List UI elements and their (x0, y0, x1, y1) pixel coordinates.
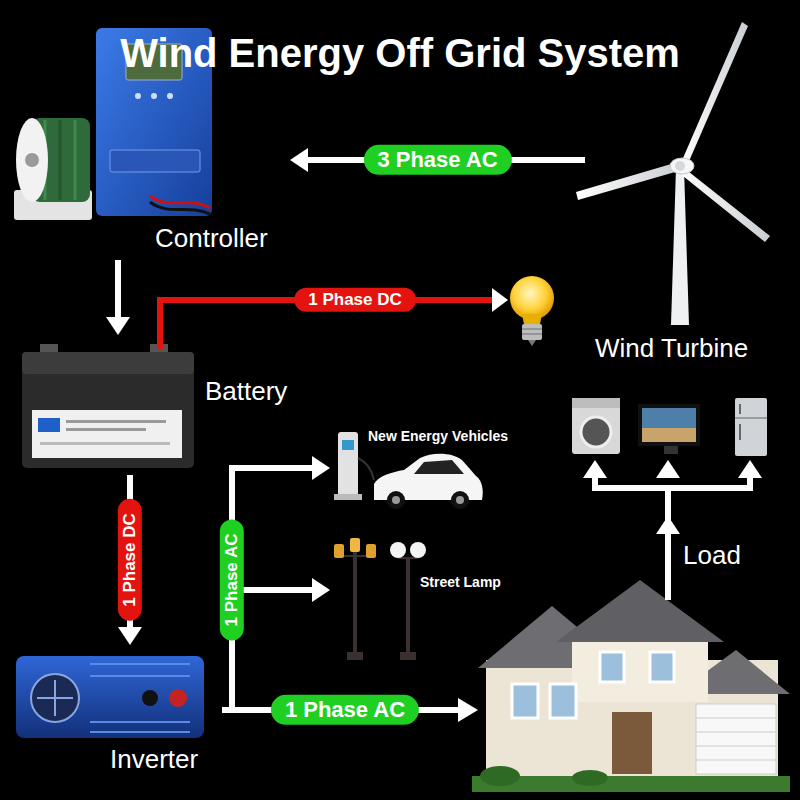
resistor-symbol (14, 118, 92, 220)
phase-label: 1 Phase AC (220, 520, 244, 641)
battery-node: Battery (15, 335, 305, 475)
component-caption: Wind Turbine (595, 334, 748, 364)
component-caption: New Energy Vehicles (368, 428, 508, 444)
phase-label: 1 Phase DC (294, 288, 416, 312)
phase-label: 1 Phase DC (118, 499, 142, 621)
appliances (572, 398, 767, 456)
inverter-unit (16, 656, 204, 738)
light-bulb (510, 276, 554, 346)
battery-illustration (22, 344, 194, 468)
power-connector (118, 475, 142, 645)
lamp-node: Street Lamp (330, 535, 510, 665)
power-connector (106, 260, 130, 335)
component-caption: Battery (205, 377, 287, 407)
arrow-head (106, 317, 130, 335)
arrow-head (290, 148, 308, 172)
arrow-head (492, 288, 508, 312)
component-caption: Inverter (110, 745, 198, 775)
load-wires (583, 460, 762, 600)
vehicle-node: New Energy Vehicles (330, 420, 522, 512)
diagram-title: Wind Energy Off Grid System (0, 30, 800, 76)
controller-node: Controller (8, 18, 290, 260)
inverter-node: Inverter (10, 645, 222, 777)
street-lamp-figure (334, 538, 426, 660)
turbine-node: Wind Turbine (585, 8, 785, 376)
component-caption: Controller (155, 224, 268, 254)
house-illustration (472, 580, 790, 792)
arrow-head (458, 698, 478, 722)
phase-label: 3 Phase AC (363, 145, 511, 175)
phase-label: 1 Phase AC (271, 695, 419, 725)
connector-line (115, 260, 121, 317)
arrow-head (312, 578, 330, 602)
arrow-head (118, 627, 142, 645)
load-label: Load (683, 541, 741, 571)
component-caption: Street Lamp (420, 574, 501, 590)
arrow-head (312, 456, 330, 480)
